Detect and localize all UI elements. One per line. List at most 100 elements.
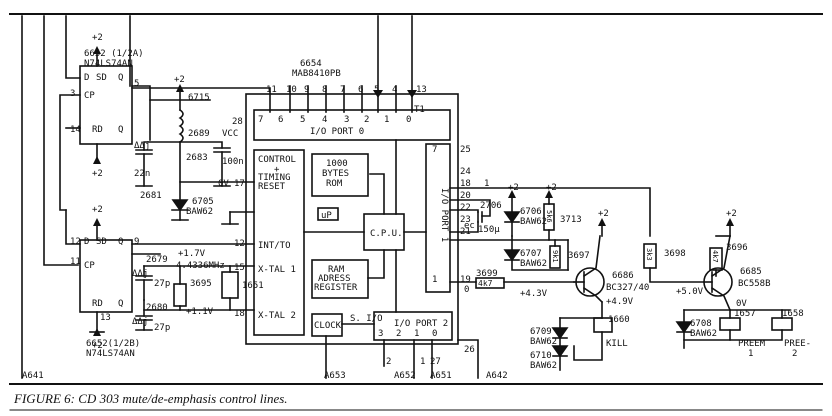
q6685-type: BC558B	[738, 279, 771, 289]
v17-label: +1.7V	[178, 249, 206, 259]
ram-label-1: RAM	[328, 265, 345, 275]
control-label-2: +	[274, 165, 280, 175]
net-a641: A641	[22, 371, 44, 381]
resistor-3699-body	[475, 277, 505, 289]
r3697-value: 9k1	[551, 250, 559, 263]
pin-20: 20	[460, 191, 471, 201]
port0-bit-7: 7	[258, 115, 263, 125]
r3698-value: 3k3	[645, 248, 653, 261]
adj-a-label: ΔΔj	[134, 141, 150, 151]
port1-bit-7: 7	[432, 145, 437, 155]
r3696-label: 3696	[726, 243, 748, 253]
net-a652: A652	[394, 371, 416, 381]
port0-bit-2: 2	[364, 115, 369, 125]
adj-c-label: ΔΔj	[132, 317, 148, 327]
port0-label: I/O PORT 0	[310, 127, 364, 137]
pin-19: 19	[460, 275, 471, 285]
pin-9: 9	[304, 85, 309, 95]
c150u-label: 150μ	[478, 225, 500, 235]
pin-1: 1	[484, 179, 489, 189]
c27p-b-label: 27p	[154, 323, 170, 333]
net-a653: A653	[324, 371, 346, 381]
port2-bit-1: 1	[414, 329, 419, 339]
rom-label-2: BYTES	[322, 169, 349, 179]
relay-1660-coil	[593, 317, 613, 333]
xtal2-label: X-TAL 2	[258, 311, 296, 321]
c2681-label: 2681	[140, 191, 162, 201]
v50-label: +5.0V	[676, 287, 704, 297]
net-a651: A651	[430, 371, 452, 381]
pin-21: 21	[460, 227, 471, 237]
ov-a-label: 0V	[218, 179, 229, 189]
r3696-value: 4k7	[711, 250, 719, 263]
resistor-3695-body	[173, 283, 187, 307]
control-box	[253, 149, 305, 336]
ff-b-ref: 6652(1/2B)	[86, 339, 140, 349]
port0-bit-4: 4	[322, 115, 327, 125]
v11-label: +1.1V	[186, 307, 214, 317]
port1-label: I/O PORT 1	[439, 188, 449, 242]
port2-bit-3: 3	[378, 329, 383, 339]
relay-1658-coil	[771, 317, 793, 331]
rl1657-label: 1657	[734, 309, 756, 319]
cpu-label: C.P.U.	[370, 229, 403, 239]
reset-label: RESET	[258, 182, 286, 192]
flipflop-b-body	[79, 239, 133, 313]
c2689-label: 2689	[188, 129, 210, 139]
r3697-label: 3697	[568, 251, 590, 261]
port0-box	[253, 109, 451, 141]
ff-b-part: N74LS74AN	[86, 349, 135, 359]
r3713-value: 5k6	[545, 210, 553, 223]
d6706-label: 6706	[520, 207, 542, 217]
d6708-label: 6708	[690, 319, 712, 329]
wiring	[9, 13, 823, 411]
ff-a-pin-rd: RD	[92, 125, 103, 135]
pin-12: 12	[234, 239, 245, 249]
c2679-label: 2679	[146, 255, 168, 265]
d6705-label: 6705	[192, 197, 214, 207]
pin-22: 22	[460, 203, 471, 213]
d6708-type: BAW62	[690, 329, 717, 339]
ff-a-pin-14: 14	[70, 125, 81, 135]
port1-box	[425, 143, 451, 293]
port0-bit-0: 0	[406, 115, 411, 125]
labels: 6652 (1/2A) N74LS74AN D SD Q CP RD Q D S…	[22, 33, 811, 381]
ff-b-pin-q: Q	[118, 237, 123, 247]
c2680-label: 2680	[146, 303, 168, 313]
mcu-part: MAB8410PB	[292, 69, 341, 79]
r3698-label: 3698	[664, 249, 686, 259]
pin-1b: 1	[420, 357, 425, 367]
pin-15: 15	[234, 263, 245, 273]
supply-f-label: +2	[508, 183, 519, 193]
sio-label: S. I/O	[350, 314, 383, 324]
net-a642: A642	[486, 371, 508, 381]
x1651-label: 1651	[242, 281, 264, 291]
q6686-type: BC327/40	[606, 283, 649, 293]
ff-b-pin-sd: SD	[96, 237, 107, 247]
control-label-3: TIMING	[258, 173, 291, 183]
pin-5: 5	[374, 85, 379, 95]
clock-label: CLOCK	[314, 321, 342, 331]
d6706-type: BAW62	[520, 217, 547, 227]
supply-e-label: +2	[174, 75, 185, 85]
pin-6: 6	[358, 85, 363, 95]
pree2-number: 2	[792, 349, 797, 359]
r3713-label: 3713	[560, 215, 582, 225]
ec-label: ec	[464, 221, 475, 231]
supply-a-label: +2	[92, 33, 103, 43]
pin-0: 0	[464, 285, 469, 295]
pin-10: 10	[286, 85, 297, 95]
c-22n-label: 22n	[134, 169, 150, 179]
v49-label: +4.9V	[606, 297, 634, 307]
pin-27: 27	[430, 357, 441, 367]
ram-label-3: REGISTER	[314, 283, 358, 293]
pin-26: 26	[464, 345, 475, 355]
crystal-1651-body	[221, 271, 239, 299]
ff-a-pin-3: 3	[70, 89, 75, 99]
q6686-label: 6686	[612, 271, 634, 281]
port2-box	[373, 311, 453, 341]
d6710-type: BAW62	[530, 361, 557, 371]
up-label: uP	[321, 211, 332, 221]
preem-number: 1	[748, 349, 753, 359]
